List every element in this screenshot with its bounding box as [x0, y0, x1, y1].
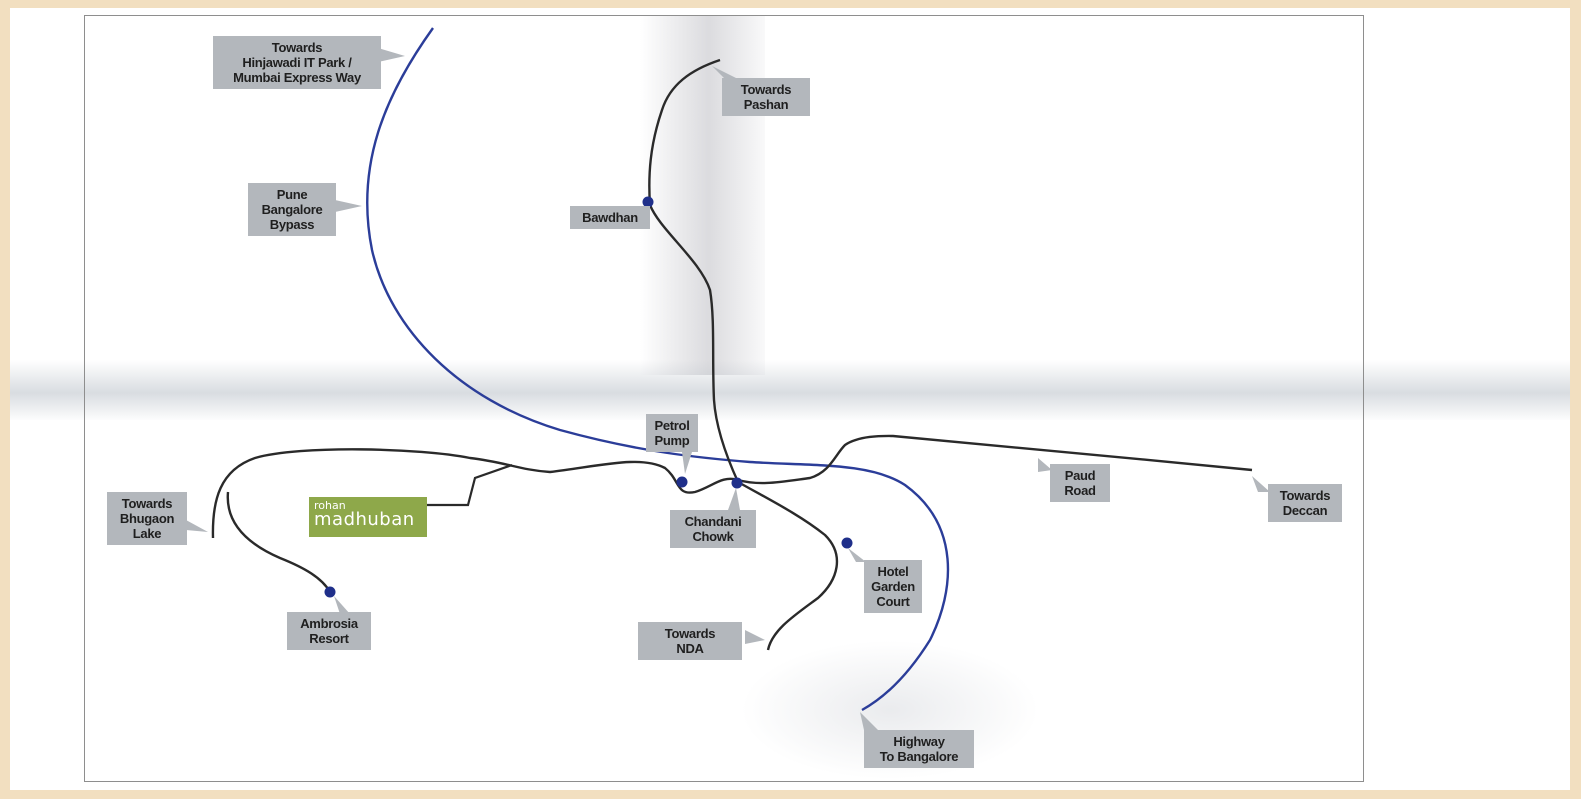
label-paud-road: Paud Road [1050, 464, 1110, 502]
marker-hotel-garden-court [841, 537, 853, 549]
label-chandani-chowk: Chandani Chowk [670, 510, 756, 548]
pointer-highway [860, 712, 878, 730]
pointer-hotel [848, 548, 866, 562]
paud-road [211, 434, 1253, 539]
label-bawdhan: Bawdhan [570, 206, 650, 229]
paper-fold-vertical [640, 15, 765, 375]
label-highway-to-bangalore: Highway To Bangalore [864, 730, 974, 768]
bypass-highway-road [366, 27, 950, 712]
label-towards-bhugaon-lake: Towards Bhugaon Lake [107, 492, 187, 545]
paper-fold-horizontal [10, 360, 1570, 420]
label-towards-pashan: Towards Pashan [722, 78, 810, 116]
marker-petrol-pump [676, 476, 688, 488]
pointer-chandani [728, 488, 740, 510]
pointer-pashan [712, 66, 736, 78]
pointer-bhugaon [186, 520, 208, 532]
label-hotel-garden-court: Hotel Garden Court [864, 560, 922, 613]
ambrosia-road [226, 491, 332, 593]
rohan-madhuban-logo: rohan madhuban [309, 497, 427, 537]
brand-line-2: madhuban [314, 509, 415, 530]
marker-chandani-chowk [731, 477, 743, 489]
madhuban-road [418, 463, 513, 507]
pointer-deccan [1252, 476, 1270, 492]
map-frame [84, 15, 1364, 782]
pointer-petrol-pump [682, 452, 692, 474]
label-ambrosia-resort: Ambrosia Resort [287, 612, 371, 650]
marker-bawdhan [642, 196, 654, 208]
marker-ambrosia-resort [324, 586, 336, 598]
pointer-paud [1038, 458, 1052, 472]
brand-line-1: rohan [314, 499, 346, 512]
pointer-bypass [335, 200, 362, 212]
label-towards-nda: Towards NDA [638, 622, 742, 660]
label-pune-bangalore-bypass: Pune Bangalore Bypass [248, 183, 336, 236]
pashan-nda-road [648, 58, 839, 651]
label-towards-deccan: Towards Deccan [1268, 484, 1342, 522]
label-petrol-pump: Petrol Pump [646, 414, 698, 452]
label-towards-hinjawadi: Towards Hinjawadi IT Park / Mumbai Expre… [213, 36, 381, 89]
pointer-nda [745, 630, 765, 644]
pointer-hinjawadi [378, 48, 405, 62]
pointer-ambrosia [334, 596, 350, 614]
